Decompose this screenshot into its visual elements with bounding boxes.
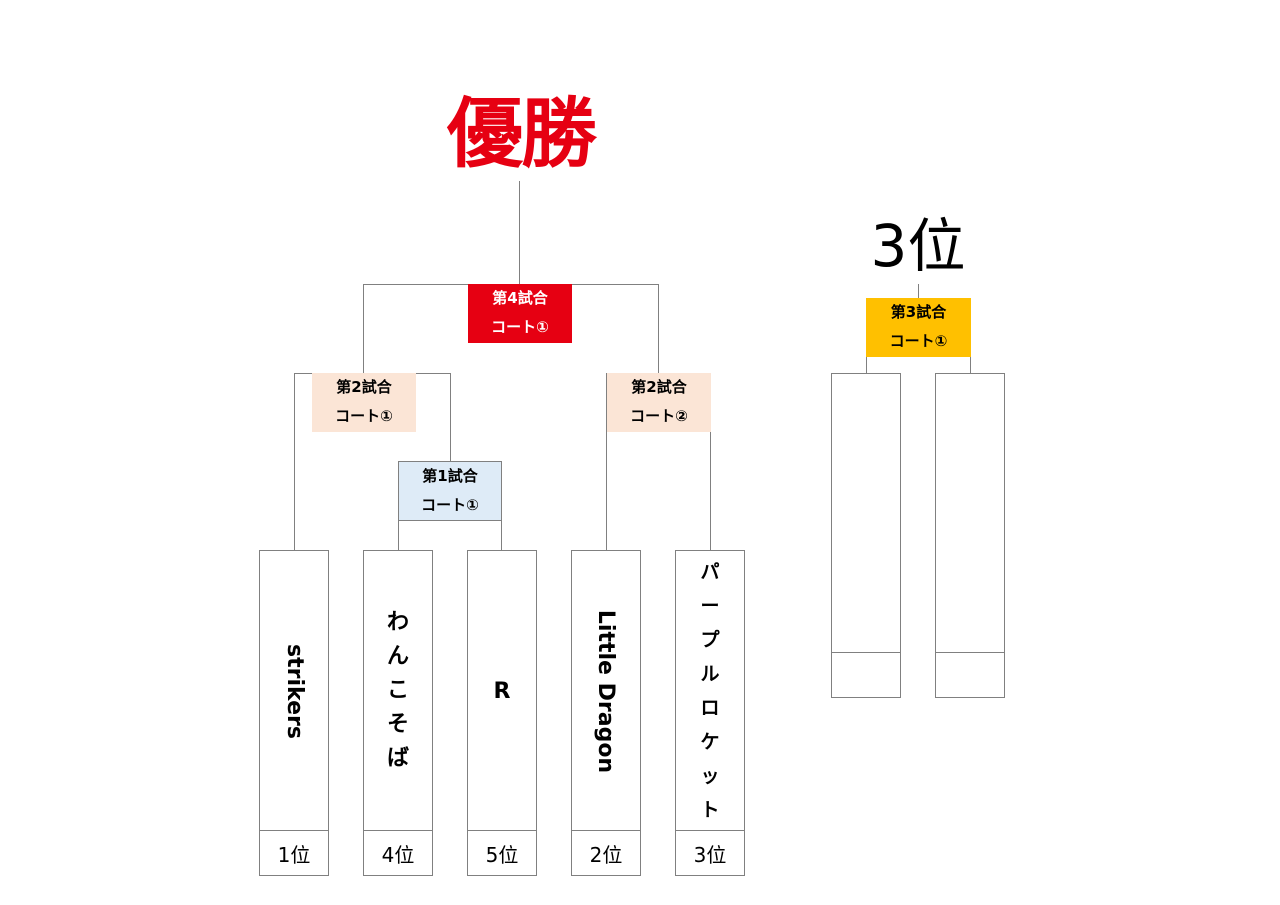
match-court: コート①	[889, 332, 948, 350]
team-name-char: わ	[386, 610, 409, 635]
team-name: パ ー プ ル ロ ケ ッ ト	[676, 551, 744, 831]
team-box-purple-rocket: パ ー プ ル ロ ケ ッ ト 3位	[675, 550, 745, 876]
bracket-line	[710, 373, 711, 551]
bracket-line	[606, 373, 607, 551]
match-number: 第3試合	[890, 303, 947, 321]
team-name: strikers	[281, 643, 307, 739]
match-number: 第2試合	[631, 378, 687, 396]
match-number: 第1試合	[422, 467, 478, 485]
team-name-char: ケ	[700, 731, 720, 753]
team-rank: 2位	[572, 830, 640, 875]
team-name-char: ル	[700, 663, 720, 685]
team-rank: 4位	[364, 830, 432, 875]
match-court: コート①	[491, 318, 549, 336]
bracket-line	[918, 284, 919, 299]
team-name: Little Dragon	[593, 609, 619, 773]
match-final: 第4試合 コート①	[468, 284, 572, 343]
team-box-little-dragon: Little Dragon 2位	[571, 550, 641, 876]
match-third-place: 第3試合 コート①	[866, 298, 971, 357]
team-name-char: プ	[700, 629, 720, 651]
team-name-char: ロ	[700, 697, 720, 719]
match-number: 第2試合	[336, 378, 392, 396]
team-name-char: こ	[386, 678, 409, 703]
champion-title: 優勝	[447, 89, 597, 178]
match-court: コート①	[421, 496, 479, 514]
third-place-slot-right	[935, 373, 1005, 698]
match-court: コート①	[335, 407, 393, 425]
team-name-char: ば	[386, 746, 409, 771]
bracket-line	[519, 181, 520, 285]
team-rank: 1位	[260, 830, 328, 875]
team-name-char: ト	[700, 799, 720, 821]
bracket-line	[363, 284, 364, 374]
match-semi-left: 第2試合 コート①	[312, 373, 416, 432]
team-name-char: パ	[700, 561, 720, 583]
team-name-char: そ	[386, 712, 409, 737]
team-name: わ ん こ そ ば	[364, 551, 432, 831]
team-name-char: ん	[386, 644, 409, 669]
team-box-wankosoba: わ ん こ そ ば 4位	[363, 550, 433, 876]
team-rank: 5位	[468, 830, 536, 875]
team-name-char: ー	[700, 595, 720, 617]
match-court: コート②	[630, 407, 688, 425]
match-number: 第4試合	[492, 289, 548, 307]
team-name-char: ッ	[700, 765, 720, 787]
third-place-slot-left	[831, 373, 901, 698]
match-first: 第1試合 コート①	[398, 461, 502, 521]
slot-rank-cell	[832, 652, 900, 697]
match-semi-right: 第2試合 コート②	[607, 373, 711, 432]
team-box-strikers: strikers 1位	[259, 550, 329, 876]
team-rank: 3位	[676, 830, 744, 875]
bracket-line	[658, 284, 659, 374]
bracket-line	[294, 373, 295, 551]
bracket-line	[450, 373, 451, 462]
team-name: R	[493, 678, 511, 704]
slot-rank-cell	[936, 652, 1004, 697]
third-place-title: 3位	[870, 212, 966, 280]
team-box-r: R 5位	[467, 550, 537, 876]
